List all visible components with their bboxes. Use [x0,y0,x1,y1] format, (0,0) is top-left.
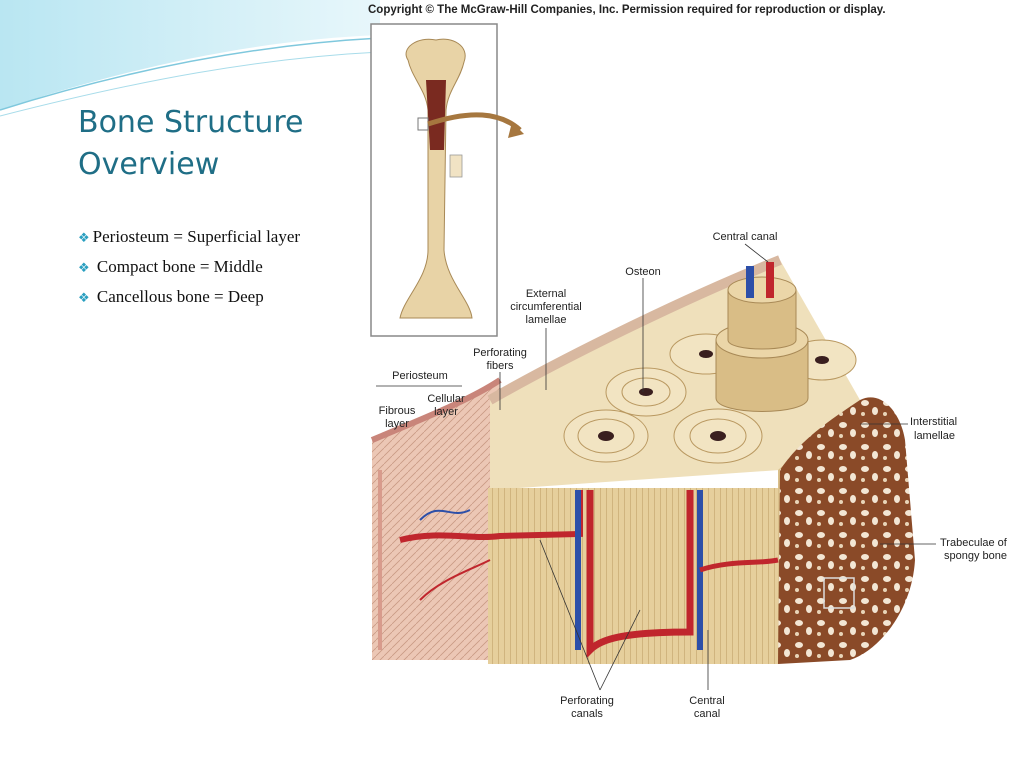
label-interstitial-1: Interstitial [910,416,957,428]
title-line-1: Bone Structure [78,105,304,140]
label-central-canal-bottom-1: Central [689,695,724,707]
copyright-notice: Copyright © The McGraw-Hill Companies, I… [368,4,886,16]
label-interstitial-2: lamellae [914,430,955,442]
osteon [673,408,763,464]
raised-osteon [715,262,809,412]
bullet-text: Compact bone = Middle [96,257,263,276]
osteon [605,367,687,417]
diamond-bullet-icon: ❖ [78,290,90,305]
blood-vessels [399,490,779,659]
label-cellular-1: Cellular [427,393,465,405]
label-perforating-fibers-2: fibers [487,360,514,372]
bullet-item: ❖ Compact bone = Middle [78,252,368,282]
label-fibrous-2: layer [385,418,409,430]
diamond-bullet-icon: ❖ [78,230,90,245]
long-bone-inset [370,23,524,337]
periosteum-layer [370,377,502,660]
header-swoosh-decoration [0,0,380,117]
label-perforating-fibers-1: Perforating [473,347,527,359]
bullet-item: ❖ Cancellous bone = Deep [78,282,368,312]
title-line-2: Overview [78,147,220,182]
label-external-1: External [526,288,566,300]
label-trabeculae-1: Trabeculae of [940,537,1008,549]
bullet-text: Periosteum = Superficial layer [92,227,301,246]
diamond-bullet-icon: ❖ [78,260,90,275]
osteon-group [563,262,857,464]
label-external-3: lamellae [526,314,567,326]
label-perforating-canals-2: canals [571,708,603,718]
label-periosteum: Periosteum [392,370,448,382]
spongy-bone [778,397,915,664]
leader-lines [499,243,936,691]
label-perforating-canals-1: Perforating [560,695,614,707]
label-trabeculae-2: spongy bone [944,550,1007,562]
bullet-text: Cancellous bone = Deep [96,287,264,306]
bone-structure-figure: Central canal Osteon External circumfere… [370,23,1008,718]
label-fibrous-1: Fibrous [379,405,416,417]
slide-title: Bone Structure Overview [78,102,358,186]
figure-labels: Central canal Osteon External circumfere… [376,231,1008,718]
osteon [563,409,649,463]
label-external-2: circumferential [510,301,582,313]
label-cellular-2: layer [434,406,458,418]
label-osteon: Osteon [625,266,660,278]
label-central-canal-top: Central canal [713,231,778,243]
bullet-item: ❖Periosteum = Superficial layer [78,222,368,252]
bullet-list: ❖Periosteum = Superficial layer ❖ Compac… [78,222,368,312]
label-central-canal-bottom-2: canal [694,708,720,718]
